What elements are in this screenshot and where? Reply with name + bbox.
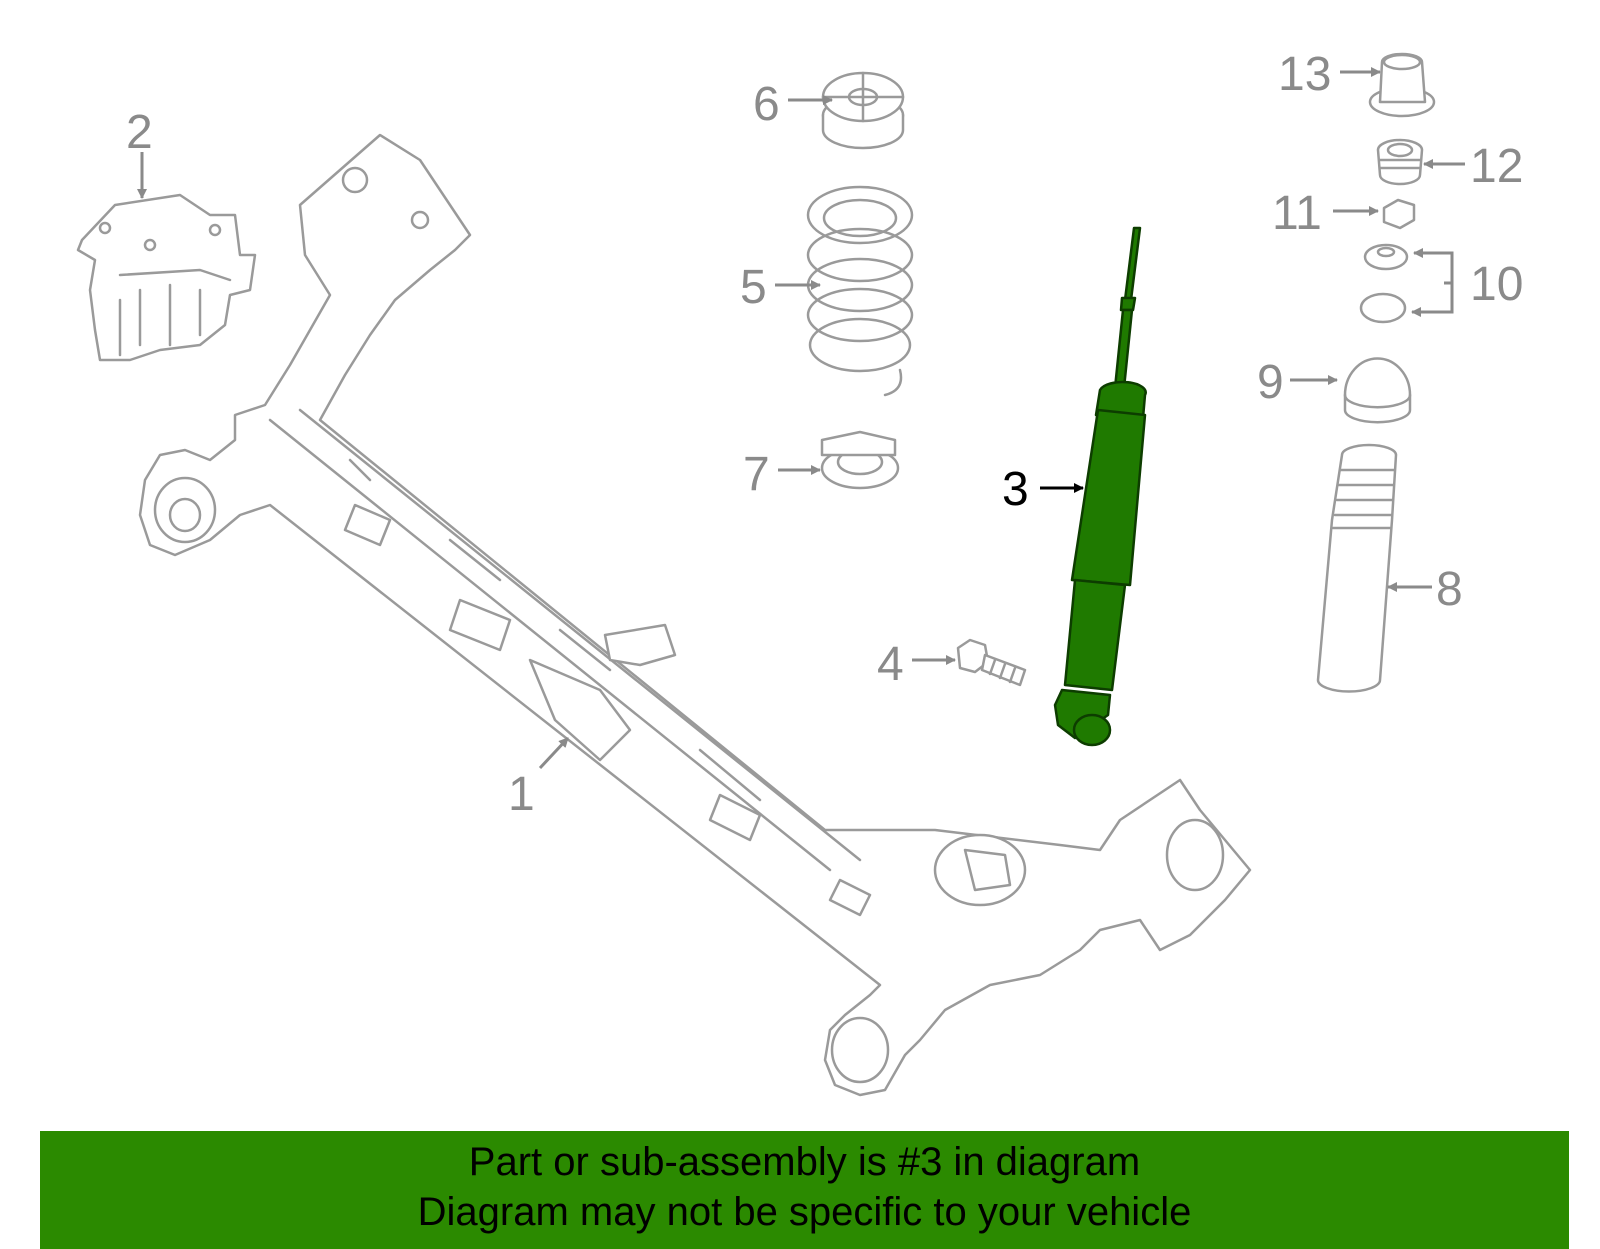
nut-part-11 [1382, 198, 1416, 230]
footer-line-disclaimer: Diagram may not be specific to your vehi… [417, 1190, 1192, 1234]
coil-spring-part-5 [806, 185, 914, 397]
dust-cap-part-9 [1343, 357, 1412, 424]
shock-absorber-part-3[interactable] [1053, 226, 1147, 747]
leader-lines [137, 67, 1465, 770]
callout-10: 10 [1470, 258, 1523, 311]
callout-8: 8 [1436, 563, 1463, 616]
highlight-footer-banner: Part or sub-assembly is #3 in diagram Di… [40, 1131, 1569, 1249]
spring-lower-seat-part-7 [820, 430, 900, 490]
bolt-part-4 [956, 638, 1027, 687]
bump-stop-cap-part-13 [1368, 52, 1436, 118]
callout-12: 12 [1470, 140, 1523, 193]
callout-13: 13 [1278, 48, 1331, 101]
bushing-part-12 [1376, 138, 1424, 186]
callout-7: 7 [743, 448, 770, 501]
callout-4: 4 [877, 638, 904, 691]
footer-line-part-info: Part or sub-assembly is #3 in diagram [468, 1140, 1141, 1184]
rear-axle-beam [138, 133, 1252, 1097]
callout-3: 3 [1002, 463, 1029, 516]
callout-9: 9 [1257, 356, 1284, 409]
washer-part-10 [1359, 243, 1409, 324]
dust-boot-part-8 [1316, 443, 1398, 693]
callout-6: 6 [753, 78, 780, 131]
bracket-part-2 [76, 193, 257, 362]
callout-labels: 1 2 3 4 5 6 7 8 9 10 11 12 13 [126, 48, 1523, 821]
callout-2: 2 [126, 106, 153, 159]
callout-1: 1 [508, 768, 535, 821]
callout-5: 5 [740, 261, 767, 314]
spring-upper-seat-part-6 [821, 71, 905, 150]
callout-11: 11 [1272, 187, 1322, 240]
